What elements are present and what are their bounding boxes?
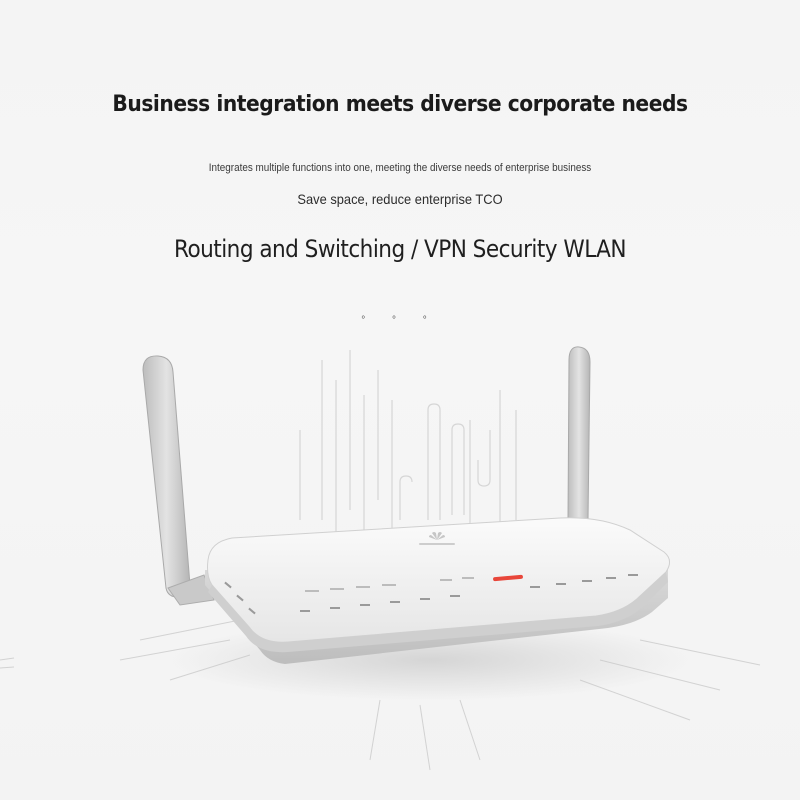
status-led bbox=[493, 574, 523, 582]
huawei-logo-icon bbox=[419, 532, 455, 545]
decorative-dots: ° ° ° bbox=[361, 315, 439, 326]
page-headline: Business integration meets diverse corpo… bbox=[112, 92, 688, 117]
right-antenna bbox=[567, 346, 591, 533]
light-streaks bbox=[299, 350, 517, 545]
feature-list-title: Routing and Switching / VPN Security WLA… bbox=[173, 235, 627, 263]
benefit-subheadline: Save space, reduce enterprise TCO bbox=[297, 191, 503, 207]
left-antenna bbox=[142, 355, 215, 606]
router-body bbox=[205, 517, 670, 664]
feature-description: Integrates multiple functions into one, … bbox=[208, 162, 592, 174]
